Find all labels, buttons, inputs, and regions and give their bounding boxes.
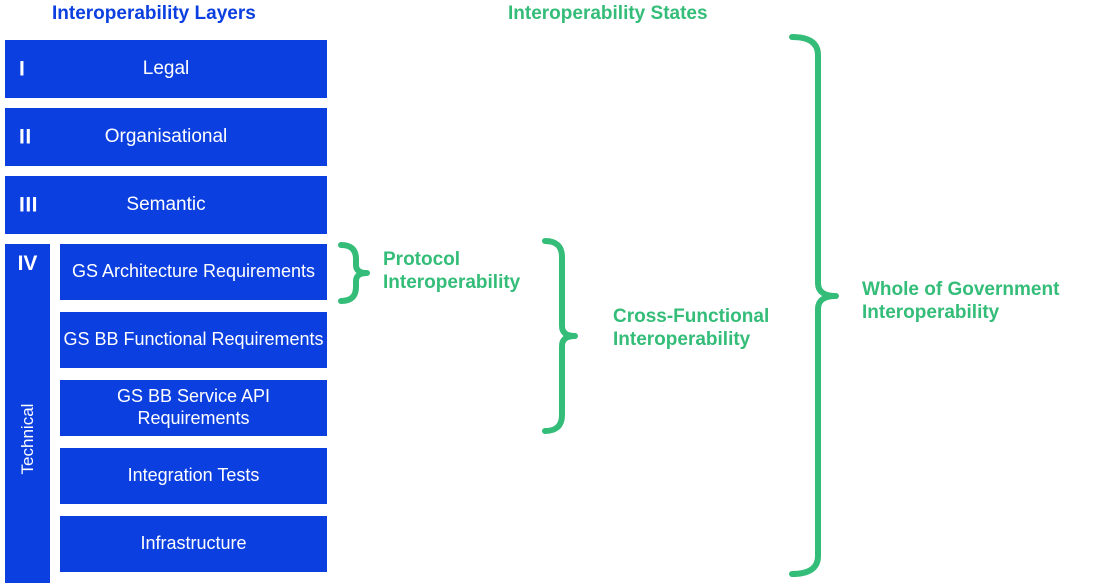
curly-brace-whole-of-government-interoperability: [789, 34, 839, 577]
sublayer-title-gs-bb-functional-requirements: GS BB Functional Requirements: [63, 329, 324, 350]
layer-numeral-i: I: [19, 57, 26, 81]
sublayer-box-integration-tests: Integration Tests: [60, 448, 327, 504]
layer-numeral-iv: IV: [17, 252, 38, 275]
sublayer-box-gs-bb-functional-requirements: GS BB Functional Requirements: [60, 312, 327, 368]
layer-title-semantic: Semantic: [126, 193, 206, 215]
sublayer-box-gs-bb-service-api-requirements: GS BB Service API Requirements: [60, 380, 327, 436]
sublayer-title-integration-tests: Integration Tests: [127, 465, 260, 486]
sublayer-title-gs-bb-service-api-requirements: GS BB Service API Requirements: [116, 386, 271, 428]
layer-box-organisational: II Organisational: [5, 108, 327, 166]
curly-brace-cross-functional-interoperability: [542, 238, 578, 434]
sublayer-box-infrastructure: Infrastructure: [60, 516, 327, 572]
layer-numeral-iii: III: [19, 193, 39, 217]
layer-box-legal: I Legal: [5, 40, 327, 98]
layer-box-semantic: III Semantic: [5, 176, 327, 234]
sublayer-box-gs-architecture-requirements: GS Architecture Requirements: [60, 244, 327, 300]
layer-title-organisational: Organisational: [104, 125, 228, 147]
state-label-whole-of-government-interoperability: Whole of Government Interoperability: [862, 279, 1060, 324]
layer-title-technical: Technical: [17, 403, 37, 475]
sublayer-title-gs-architecture-requirements: GS Architecture Requirements: [71, 261, 316, 282]
layer-numeral-ii: II: [19, 125, 32, 149]
state-label-protocol-interoperability: Protocol Interoperability: [383, 249, 521, 294]
sublayer-title-infrastructure: Infrastructure: [140, 533, 247, 554]
layer-title-legal: Legal: [142, 57, 190, 79]
state-label-cross-functional-interoperability: Cross-Functional Interoperability: [613, 306, 770, 351]
layer-box-technical: IV Technical: [5, 244, 50, 583]
curly-brace-protocol-interoperability: [338, 242, 370, 304]
heading-interoperability-states: Interoperability States: [508, 3, 708, 24]
heading-interoperability-layers: Interoperability Layers: [52, 3, 256, 24]
